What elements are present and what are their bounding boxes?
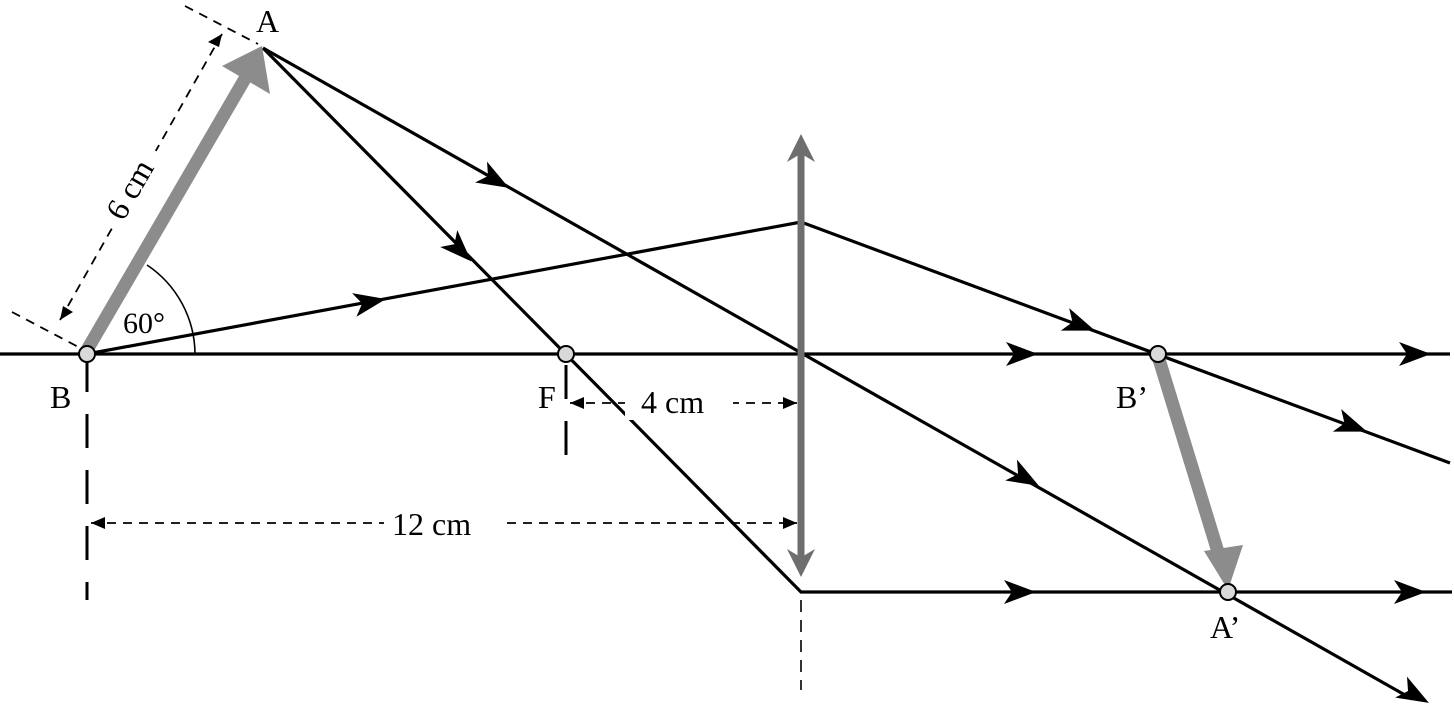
label-object-distance: 12 cm xyxy=(392,506,471,542)
arrowhead-icon xyxy=(1332,409,1367,432)
arrowhead-icon xyxy=(1060,308,1095,331)
label-b-prime: B’ xyxy=(1116,379,1148,415)
arrowhead-icon xyxy=(1004,580,1036,604)
ray-from-base xyxy=(86,220,1451,465)
object-height-extension-bottom xyxy=(11,311,85,351)
label-a-prime: A’ xyxy=(1210,609,1240,645)
point-a-prime xyxy=(1219,583,1237,601)
arrowhead-icon xyxy=(1394,580,1426,604)
point-b-prime xyxy=(1149,345,1167,363)
arrowhead-icon-group xyxy=(352,161,1431,703)
object-height-extension-top xyxy=(184,5,259,45)
label-focal-length: 4 cm xyxy=(641,384,704,420)
arrowhead-icon xyxy=(1005,459,1039,486)
angle-arc xyxy=(146,264,196,355)
point-f xyxy=(557,345,575,363)
object-arrow xyxy=(81,46,270,354)
image-arrow xyxy=(1151,354,1243,590)
label-b: B xyxy=(50,379,71,415)
arrowhead-icon xyxy=(475,161,509,188)
arrowhead-icon xyxy=(440,230,472,262)
arrowhead-icon xyxy=(1006,342,1038,366)
light-rays xyxy=(86,46,1452,701)
label-f: F xyxy=(538,379,556,415)
label-angle: 60° xyxy=(123,307,165,340)
arrowhead-icon xyxy=(1395,676,1429,703)
arrowhead-icon xyxy=(1399,342,1431,366)
label-a: A xyxy=(256,3,279,39)
ray-through-center xyxy=(262,46,1413,701)
arrowhead-icon xyxy=(352,293,386,317)
point-b xyxy=(78,345,96,363)
